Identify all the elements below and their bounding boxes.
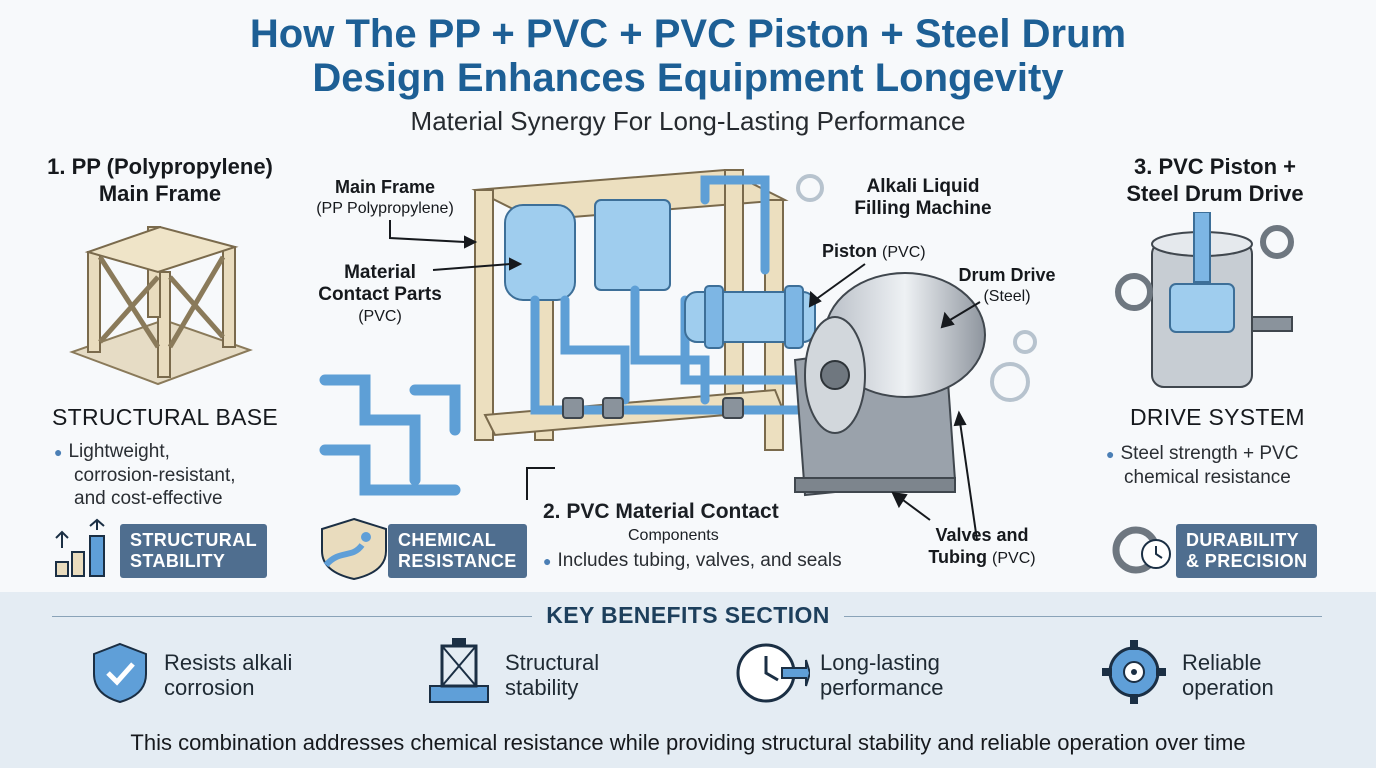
benefits-title: KEY BENEFITS SECTION [546,602,830,628]
page-subtitle: Material Synergy For Long-Lasting Perfor… [410,106,966,136]
valves-line-1: Valves and [935,525,1029,545]
left-heading: 1. PP (Polypropylene) Main Frame [10,153,310,207]
piston-drum-icon [1115,212,1294,388]
right-bullet-line-2: chemical resistance [1124,467,1291,488]
pvc-piston [684,285,816,349]
benefit-1: Resists alkali corrosion [164,650,292,700]
shield-splash-icon [321,517,387,581]
right-bullet-line-1: Steel strength + PVC [1120,443,1299,464]
right-bullet: ● Steel strength + PVC chemical resistanc… [1106,442,1298,489]
callout-piston-sub: (PVC) [882,244,926,261]
callout-material-contact: Material Contact Parts (PVC) [300,262,460,328]
benefit-3-line-2: performance [820,675,944,700]
callout-drum-title: Drum Drive [958,265,1056,285]
left-section-title: STRUCTURAL BASE [52,404,279,430]
gear-target-icon [1102,640,1166,704]
badge-line-2: STABILITY [130,551,226,571]
machine-name-line-2: Filling Machine [854,198,992,219]
bullet-dot: ● [54,444,63,460]
title-line-1: How The PP + PVC + PVC Piston + Steel Dr… [249,12,1127,56]
footer-summary: This combination addresses chemical resi… [130,730,1246,755]
benefit-3-line-1: Long-lasting [820,650,940,675]
filling-machine-diagram [319,168,1037,541]
pvc-tanks [504,199,671,301]
badge-line-1: DURABILITY [1186,530,1299,550]
benefit-4-line-1: Reliable [1182,650,1262,675]
structural-stability-badge: STRUCTURAL STABILITY [120,524,267,578]
benefit-3: Long-lasting performance [820,650,944,700]
pp-frame-icon [69,225,253,386]
left-bullet-line-1: Lightweight, [68,441,170,462]
left-heading-line-2: Main Frame [98,181,222,206]
badge-line-2: & PRECISION [1186,551,1308,571]
divider-left [52,616,532,617]
badge-line-1: STRUCTURAL [130,530,257,550]
contact-sub: (PVC) [358,308,402,325]
chemical-resistance-badge: CHEMICAL RESISTANCE [388,524,527,578]
right-section-title: DRIVE SYSTEM [1130,404,1305,430]
left-bullet-line-3: and cost-effective [74,488,223,509]
gear-icon [796,174,1037,402]
badge-line-1: CHEMICAL [398,530,497,550]
benefit-4: Reliable operation [1182,650,1274,700]
center-bullet: ● Includes tubing, valves, and seals [543,549,842,573]
callout-arrows [389,220,981,541]
benefit-1-line-1: Resists alkali [164,650,293,675]
valves [562,397,744,419]
growth-chart-icon [55,518,105,577]
divider-right [844,616,1322,617]
contact-line-2: Contact Parts [318,284,442,305]
callout-main-frame-sub: (PP Polypropylene) [316,200,454,217]
durability-precision-badge: DURABILITY & PRECISION [1176,524,1318,578]
steel-drum-drive [793,272,986,497]
right-heading-line-2: Steel Drum Drive [1126,181,1304,206]
benefit-2: Structural stability [505,650,599,700]
title-line-2: Design Enhances Equipment Longevity [312,56,1064,100]
structure-icon [429,638,489,703]
machine-name-line-1: Alkali Liquid [866,176,980,197]
center-heading: 2. PVC Material Contact [543,500,779,523]
callout-main-frame: Main Frame (PP Polypropylene) [300,176,470,220]
callout-piston-title: Piston [822,241,878,261]
callout-main-frame-title: Main Frame [334,177,436,197]
callout-drum-drive: Drum Drive (Steel) [942,264,1072,308]
bullet-dot: ● [543,553,552,569]
center-heading-sub: Components [628,527,719,544]
contact-line-1: Material [344,262,416,283]
pipe-assembly [319,374,461,496]
benefit-2-line-1: Structural [505,650,600,675]
gear-clock-icon [1112,526,1171,574]
left-bullet-line-2: corrosion-resistant, [74,465,236,486]
right-heading: 3. PVC Piston + Steel Drum Drive [1070,153,1360,207]
page-title: How The PP + PVC + PVC Piston + Steel Dr… [0,12,1376,100]
clock-arrow-icon [736,643,810,703]
shield-check-icon [93,642,147,704]
left-bullet: ● Lightweight, corrosion-resistant, and c… [54,440,236,510]
valves-sub: (PVC) [992,550,1036,567]
left-heading-line-1: 1. PP (Polypropylene) [47,154,273,179]
valves-line-2: Tubing [928,547,988,567]
benefit-2-line-2: stability [505,675,579,700]
callout-piston: Piston (PVC) [822,240,926,264]
callout-drum-sub: (Steel) [983,288,1031,305]
badge-line-2: RESISTANCE [398,551,517,571]
bullet-dot: ● [1106,446,1115,462]
callout-valves-tubing: Valves and Tubing (PVC) [912,524,1052,570]
right-heading-line-1: 3. PVC Piston + [1134,154,1296,179]
center-bullet-text: Includes tubing, valves, and seals [557,550,842,571]
benefit-1-line-2: corrosion [164,675,255,700]
benefit-4-line-2: operation [1182,675,1274,700]
callout-machine-name: Alkali Liquid Filling Machine [838,176,1008,220]
